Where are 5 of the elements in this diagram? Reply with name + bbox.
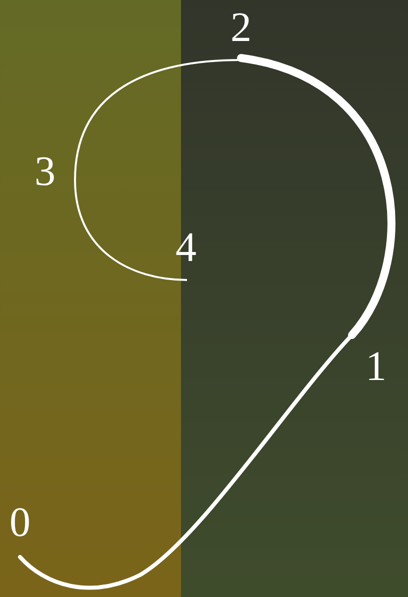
point-label: 0 xyxy=(10,502,30,544)
point-label: 2 xyxy=(230,7,252,49)
point-label: 3 xyxy=(34,151,56,193)
point-label: 4 xyxy=(176,227,196,269)
point-label: 1 xyxy=(366,346,386,388)
